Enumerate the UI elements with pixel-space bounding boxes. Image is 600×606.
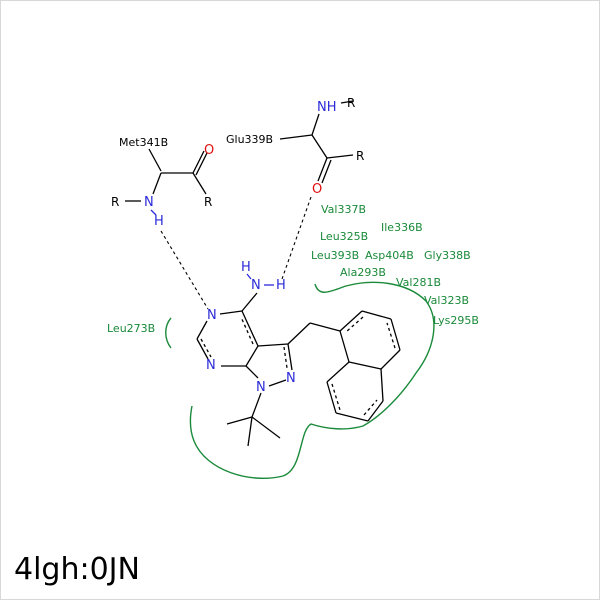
- hbond-glu339: [281, 196, 312, 280]
- res-ile336: Ile336B: [381, 221, 423, 234]
- pyrazole-n1: N: [256, 380, 266, 395]
- res-val337: Val337B: [321, 203, 366, 216]
- glu339-label: Glu339B: [226, 133, 273, 146]
- res-val323: Val323B: [424, 294, 469, 307]
- res-ala293: Ala293B: [340, 266, 386, 279]
- met341-oxygen: O: [204, 143, 214, 158]
- res-leu393: Leu393B: [311, 249, 359, 262]
- res-lys295: Lys295B: [433, 314, 479, 327]
- structure-caption: 4lgh:0JN: [14, 552, 140, 587]
- met341-hydrogen: H: [154, 214, 164, 229]
- amine-h1: H: [241, 260, 251, 275]
- res-leu273: Leu273B: [107, 322, 155, 335]
- glu339-fragment: Glu339B NH R R O: [226, 96, 364, 197]
- pyrazole-n2: N: [286, 371, 296, 386]
- res-gly338: Gly338B: [424, 249, 471, 262]
- res-leu325: Leu325B: [320, 230, 368, 243]
- pyrimidine-n1: N: [207, 308, 217, 323]
- hbond-met341: [160, 230, 209, 310]
- glu339-r-n: R: [347, 96, 355, 110]
- pyrimidine-n3: N: [206, 358, 216, 373]
- glu339-r-group: R: [356, 149, 364, 163]
- met341-nitrogen: N: [144, 195, 154, 210]
- ligand-core: H N H N N N N: [196, 260, 401, 447]
- pocket-contour: [189, 281, 435, 480]
- met341-r-group: R: [204, 195, 212, 209]
- glu339-nh: NH: [317, 100, 337, 115]
- met341-fragment: Met341B O R R N H: [111, 136, 214, 229]
- glu339-oxygen: O: [312, 182, 322, 197]
- pocket-leu273-arc: [165, 317, 172, 349]
- res-asp404: Asp404B: [365, 249, 414, 262]
- amine-h2: H: [276, 278, 286, 293]
- amine-nitrogen: N: [251, 278, 261, 293]
- res-val281: Val281B: [396, 276, 441, 289]
- met341-r-n: R: [111, 195, 119, 209]
- met341-label: Met341B: [119, 136, 168, 149]
